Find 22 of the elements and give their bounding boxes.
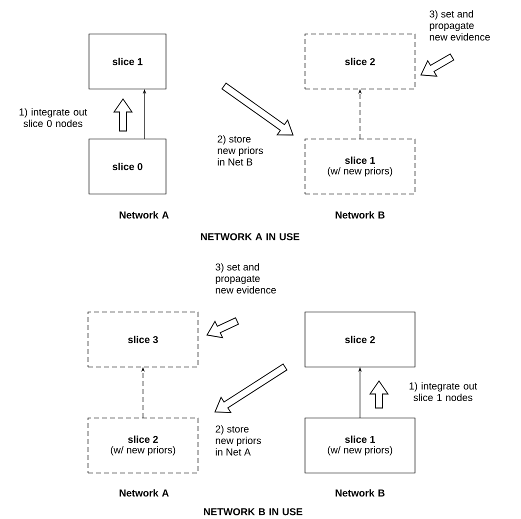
slice-box: slice 2 — [304, 312, 416, 368]
dashed-box: slice 2 — [304, 34, 416, 90]
block-arrow — [113, 98, 133, 132]
network-label: Network A — [120, 489, 169, 497]
network-label: Network A — [120, 211, 169, 219]
edge-label: 2) store new priors in Net B — [218, 135, 263, 166]
edge-label: 3) set and propagate new evidence — [216, 263, 276, 294]
dashed-box: slice 1 (w/ new priors) — [304, 138, 416, 194]
slice-box: slice 1 (w/ new priors) — [304, 418, 416, 474]
network-label: Network B — [336, 489, 385, 497]
edge-label: 2) store new priors in Net A — [216, 425, 261, 456]
edge-label: 1) integrate out slice 0 nodes — [20, 108, 88, 128]
slice-box: slice 0 — [88, 138, 166, 194]
edge-label: 1) integrate out slice 1 nodes — [410, 382, 478, 402]
dashed-box: slice 2 (w/ new priors) — [88, 418, 198, 474]
network-label: Network B — [336, 211, 385, 219]
panel-title: NETWORK B IN USE — [204, 508, 302, 516]
panel-title: NETWORK A IN USE — [200, 233, 300, 240]
dashed-box: slice 3 — [88, 312, 198, 368]
block-arrow — [369, 380, 389, 408]
slice-box: slice 1 — [88, 34, 166, 90]
edge-label: 3) set and propagate new evidence — [430, 10, 490, 41]
